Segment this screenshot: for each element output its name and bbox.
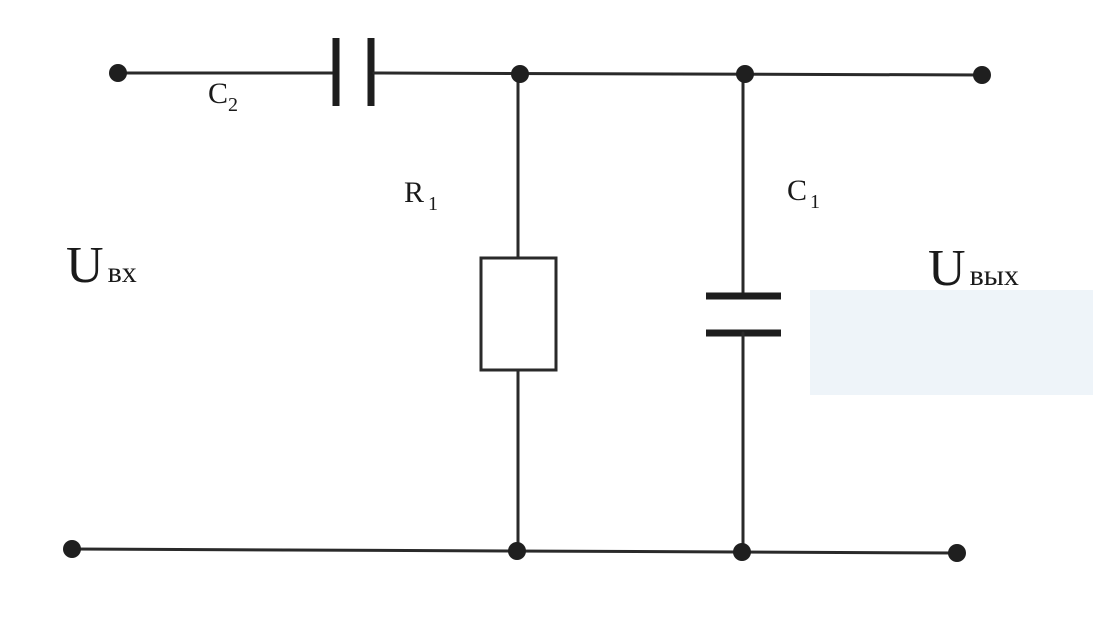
scan-tint — [810, 290, 1093, 395]
junction-bottom-c1 — [733, 543, 751, 561]
label-c2: C2 — [208, 77, 238, 116]
top-wire-output — [372, 71, 987, 77]
junction-top-r1 — [511, 65, 529, 83]
input-terminal-bottom — [63, 540, 81, 558]
junction-bottom-r1 — [508, 542, 526, 560]
output-terminal-top — [973, 66, 991, 84]
output-terminal-bottom — [948, 544, 966, 562]
resistor-r1 — [479, 256, 558, 372]
junction-top-c1 — [736, 65, 754, 83]
input-terminal-top — [109, 64, 127, 82]
